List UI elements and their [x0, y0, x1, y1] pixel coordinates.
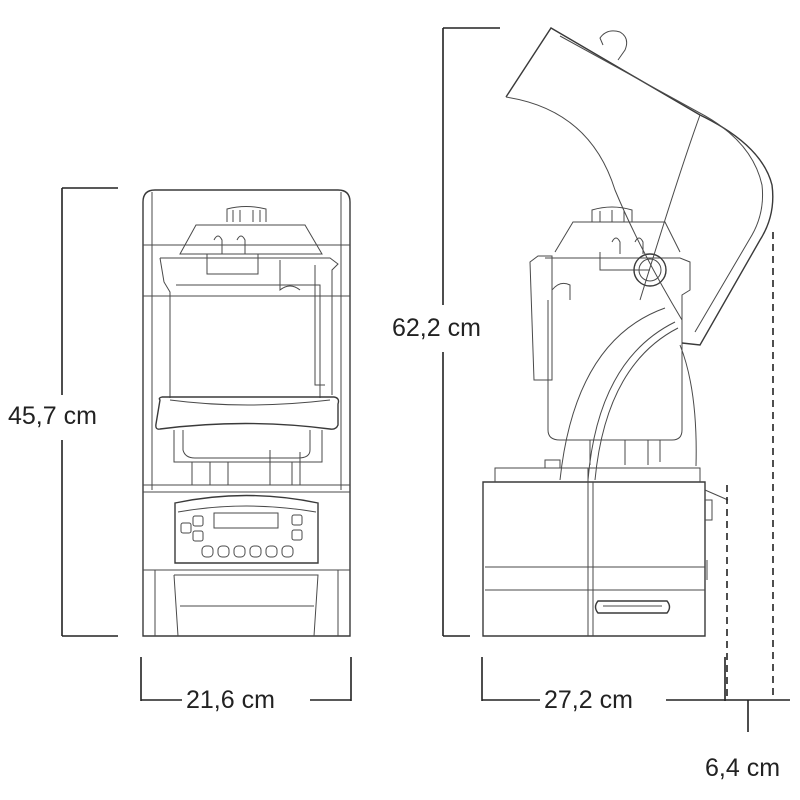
side-view-blender — [482, 27, 774, 637]
front-view-blender — [142, 189, 351, 637]
side-depth-label: 27,2 cm — [544, 686, 633, 714]
front-height-label: 45,7 cm — [8, 402, 97, 430]
hood-overhang-label: 6,4 cm — [705, 754, 781, 782]
front-width-label: 21,6 cm — [186, 686, 275, 714]
dimension-lines — [61, 27, 790, 732]
side-height-label: 62,2 cm — [392, 314, 481, 342]
